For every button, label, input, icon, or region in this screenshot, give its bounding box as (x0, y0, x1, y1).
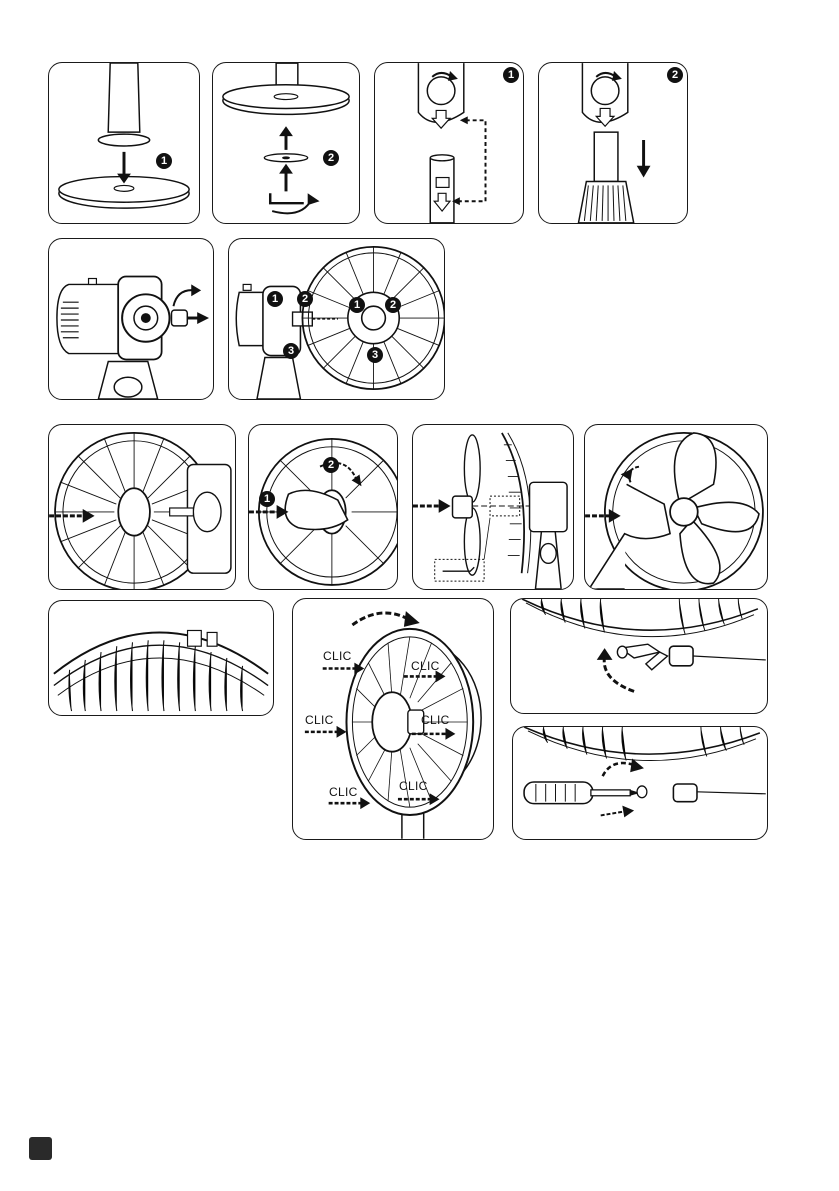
step-badge-2: 2 (297, 291, 313, 307)
step-badge-3: 3 (367, 347, 383, 363)
clic-label: CLIC (323, 649, 352, 663)
step-badge-2: 2 (323, 150, 339, 166)
step-badge-1: 1 (503, 67, 519, 83)
base-assembly-illustration (49, 63, 199, 223)
panel-front-guard-clic: CLIC CLIC CLIC CLIC CLIC CLIC (292, 598, 494, 840)
guard-nut-illustration (249, 425, 397, 589)
panel-blade-cap (584, 424, 768, 590)
panel-base-screw: 2 (212, 62, 360, 224)
step-badge-2: 2 (667, 67, 683, 83)
panel-base-assembly: 1 (48, 62, 200, 224)
panel-guard-nut: 1 2 (248, 424, 398, 590)
step-badge-1: 1 (267, 291, 283, 307)
clic-label: CLIC (411, 659, 440, 673)
screwdriver-illustration (513, 727, 767, 839)
clic-label: CLIC (305, 713, 334, 727)
base-screw-illustration (213, 63, 359, 223)
step-badge-3: 3 (283, 343, 299, 359)
panel-guard-clips (48, 600, 274, 716)
tube-align-illustration (375, 63, 523, 223)
blade-cap-illustration (585, 425, 767, 589)
panel-screwdriver (512, 726, 768, 840)
rear-guard-illustration (229, 239, 444, 399)
step-badge-1: 1 (156, 153, 172, 169)
panel-rim-clip (510, 598, 768, 714)
page-marker (29, 1137, 52, 1160)
step-badge-1: 1 (349, 297, 365, 313)
panel-tube-lower: 2 (538, 62, 688, 224)
clic-label: CLIC (399, 779, 428, 793)
panel-motor-nut (48, 238, 214, 400)
panel-guard-mount (48, 424, 236, 590)
panel-rear-guard: 1 2 3 1 2 3 (228, 238, 445, 400)
panel-blade-side (412, 424, 574, 590)
blade-side-illustration (413, 425, 573, 589)
panel-tube-align: 1 (374, 62, 524, 224)
step-badge-2: 2 (385, 297, 401, 313)
guard-mount-illustration (49, 425, 235, 589)
step-badge-1: 1 (259, 491, 275, 507)
guard-clips-illustration (49, 601, 273, 715)
clic-label: CLIC (329, 785, 358, 799)
tube-lower-illustration (539, 63, 687, 223)
motor-nut-illustration (49, 239, 213, 399)
clic-label: CLIC (421, 713, 450, 727)
rim-clip-illustration (511, 599, 767, 713)
step-badge-2: 2 (323, 457, 339, 473)
